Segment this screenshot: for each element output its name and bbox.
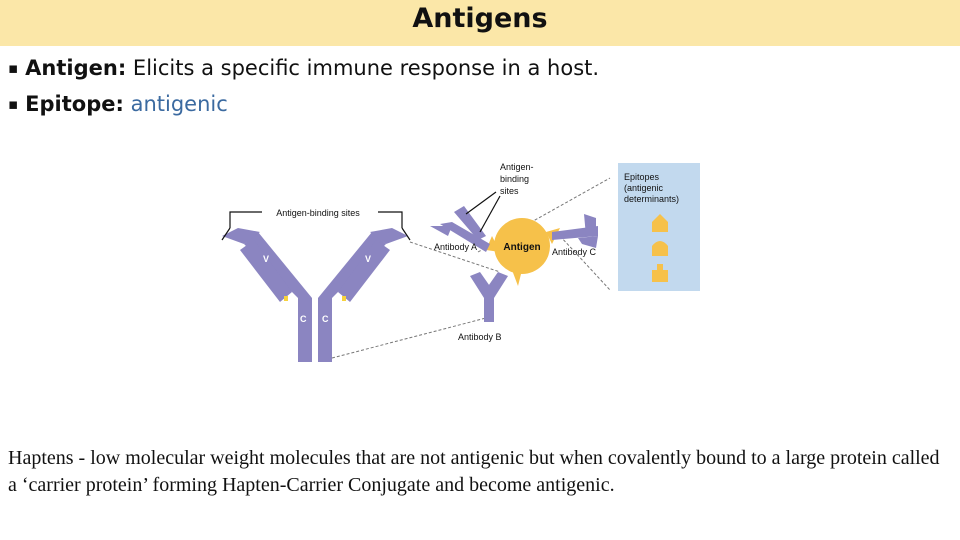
- region-c-label: C: [300, 314, 307, 324]
- antigen-binding-sites-label: Antigen-binding sites: [276, 208, 360, 218]
- haptens-definition: low molecular weight molecules that are …: [8, 447, 940, 496]
- haptens-term: Haptens -: [8, 447, 86, 469]
- slide-title: Antigens: [412, 3, 548, 34]
- binding-site-pointers: [465, 191, 501, 233]
- antibody-c-label: Antibody C: [552, 247, 597, 257]
- antigen-definition: Elicits a specific immune response in a …: [132, 56, 600, 80]
- label-line: Antigen-: [500, 162, 534, 172]
- title-bar: [0, 0, 960, 46]
- antigen-term: Antigen:: [25, 56, 127, 80]
- region-v-label: V: [263, 254, 269, 264]
- region-labels: V V V V C C C C: [246, 254, 388, 324]
- antibody-b: [470, 272, 508, 322]
- large-antibody: [222, 228, 408, 362]
- square-bullet-icon: ▪: [8, 95, 19, 113]
- antibody-a-label: Antibody A: [434, 242, 477, 252]
- antigen-binding-sites-label-2: Antigen- binding sites: [500, 162, 534, 196]
- antibody-a: [430, 206, 490, 252]
- antigen-label: Antigen: [503, 242, 540, 253]
- region-v-label: V: [365, 254, 371, 264]
- epitope-shape-icon: [652, 241, 668, 256]
- antibody-antigen-diagram: V V V V C C C C Antigen-binding sites An…: [221, 162, 700, 362]
- epitope-term: Epitope:: [25, 92, 124, 116]
- hinge-marks: [284, 296, 346, 301]
- antibody-c: [552, 214, 598, 248]
- epitopes-label: determinants): [624, 194, 679, 204]
- label-line: sites: [500, 186, 519, 196]
- epitope-shape-icon: [652, 214, 668, 232]
- epitope-shape-icon: [652, 264, 668, 282]
- bullet-antigen: ▪ Antigen: Elicits a specific immune resp…: [8, 56, 599, 80]
- bullet-epitope: ▪ Epitope: antigenic: [8, 92, 228, 116]
- label-line: binding: [500, 174, 529, 184]
- region-c-label: C: [268, 292, 275, 302]
- square-bullet-icon: ▪: [8, 59, 19, 77]
- epitope-definition: antigenic: [130, 92, 228, 116]
- haptens-paragraph: Haptens - low molecular weight molecules…: [8, 445, 953, 499]
- region-v-label: V: [246, 266, 252, 276]
- epitopes-label: Epitopes: [624, 172, 660, 182]
- epitopes-box: Epitopes (antigenic determinants): [618, 163, 700, 291]
- region-c-label: C: [322, 314, 329, 324]
- region-v-label: V: [382, 266, 388, 276]
- binding-sites-bracket: [221, 211, 411, 241]
- region-c-label: C: [359, 292, 366, 302]
- epitopes-label: (antigenic: [624, 183, 664, 193]
- antibody-b-label: Antibody B: [458, 332, 502, 342]
